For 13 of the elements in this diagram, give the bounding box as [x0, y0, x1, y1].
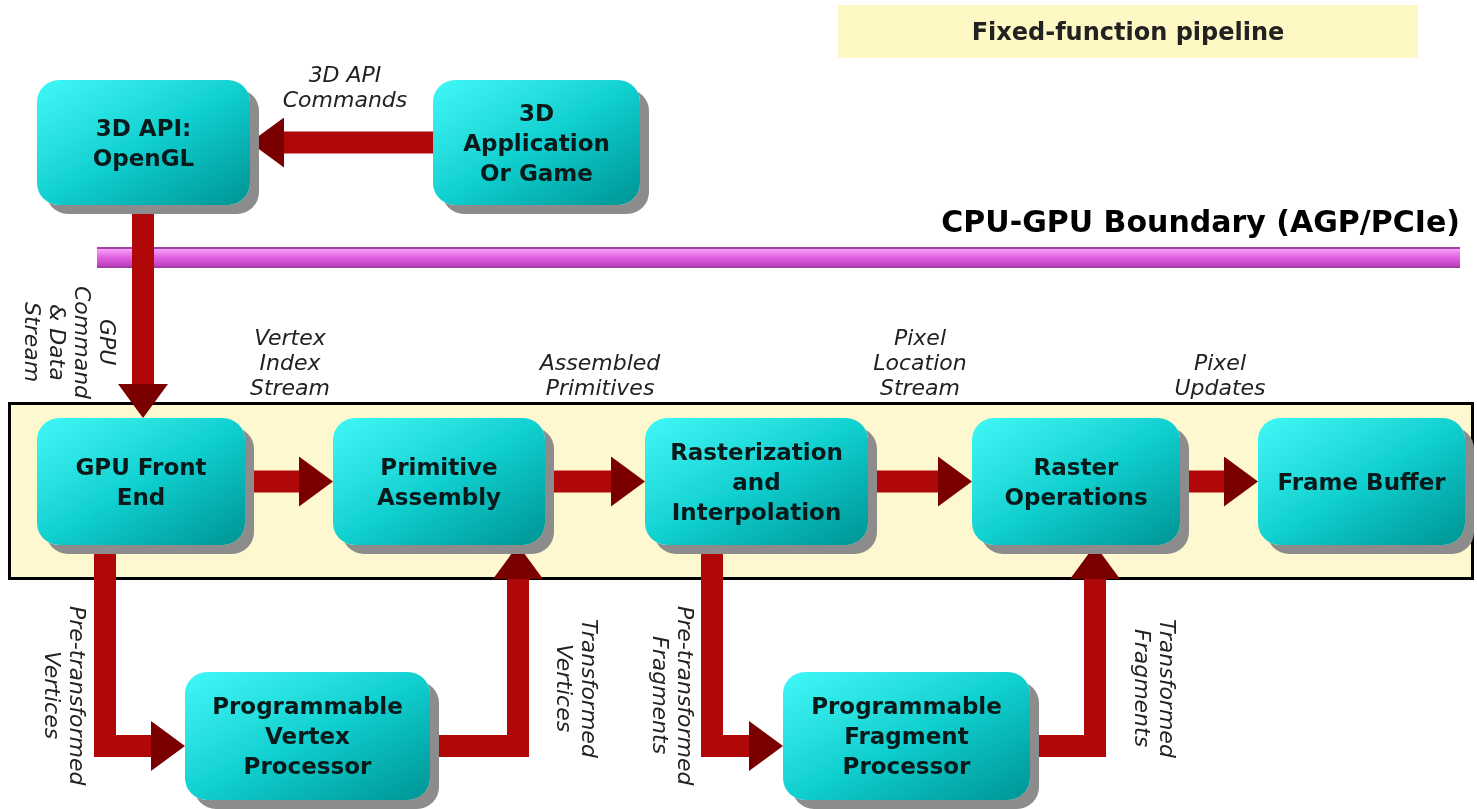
edge-label: Pixel Updates: [1173, 350, 1267, 400]
edge-label: Assembled Primitives: [538, 350, 662, 400]
edge-label: Vertex Index Stream: [248, 325, 332, 399]
edge-label: Transformed Vertices: [551, 617, 602, 760]
boundary-label: CPU-GPU Boundary (AGP/PCIe): [941, 203, 1460, 241]
edge-label: Pre-transformed Fragments: [647, 604, 698, 788]
edge-label: Transformed Fragments: [1129, 617, 1180, 760]
edge-label: Pre-transformed Vertices: [39, 604, 90, 788]
edge-label: Pixel Location Stream: [872, 325, 968, 399]
pipeline-band: [8, 402, 1474, 580]
title-banner: Fixed-function pipeline: [838, 5, 1418, 58]
edge-label: GPU Command & Data Stream: [20, 284, 120, 402]
edge-label: 3D API Commands: [281, 62, 409, 114]
